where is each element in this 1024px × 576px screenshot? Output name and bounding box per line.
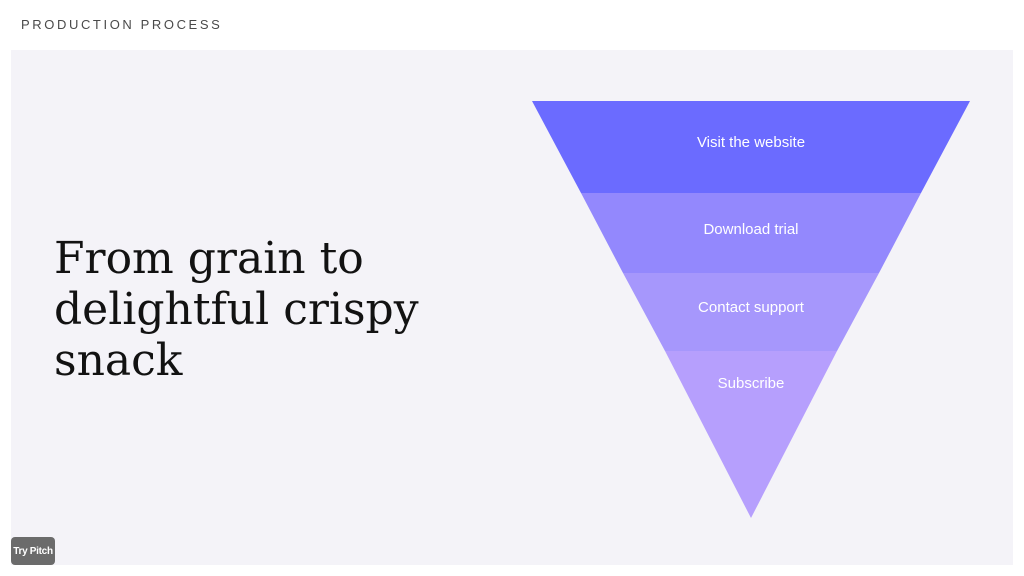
- funnel-stage-label: Visit the website: [697, 134, 805, 151]
- slide-canvas: From grain to delightful crispy snack Vi…: [11, 50, 1013, 565]
- funnel-diagram: Visit the website Download trial Contact…: [532, 101, 970, 518]
- try-pitch-button[interactable]: Try Pitch: [11, 537, 55, 565]
- funnel-stage-subscribe: Subscribe: [665, 351, 837, 518]
- funnel-segment: [532, 101, 970, 193]
- funnel-segment: [665, 351, 837, 518]
- slide-headline: From grain to delightful crispy snack: [54, 233, 419, 386]
- funnel-segment: [581, 193, 921, 273]
- funnel-stage-label: Download trial: [703, 221, 798, 238]
- section-label: PRODUCTION PROCESS: [21, 17, 223, 32]
- funnel-stage-download: Download trial: [581, 193, 921, 273]
- funnel-stage-contact: Contact support: [623, 273, 879, 351]
- funnel-stage-visit: Visit the website: [532, 101, 970, 193]
- funnel-stage-label: Contact support: [698, 299, 805, 316]
- funnel-stage-label: Subscribe: [718, 375, 785, 392]
- funnel-segment: [623, 273, 879, 351]
